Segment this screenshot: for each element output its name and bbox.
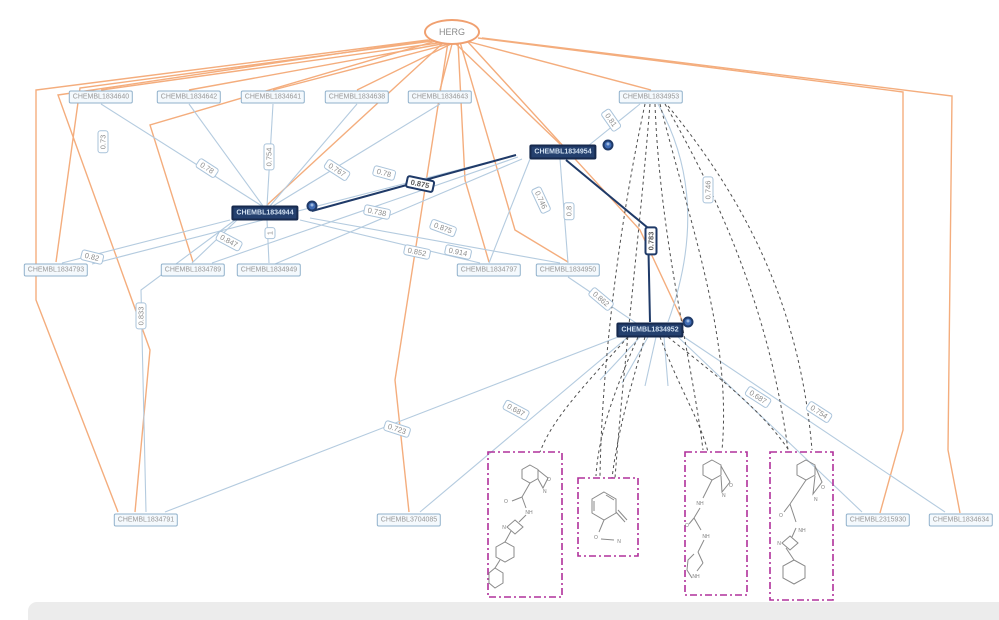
atom-label: N	[722, 493, 726, 499]
atom-label: NH	[798, 528, 806, 534]
atom-label: N	[543, 489, 547, 495]
node-chembl3704085[interactable]: CHEMBL3704085	[376, 513, 442, 527]
edge-weight-label[interactable]: 0.746	[702, 176, 714, 204]
node-selected-1[interactable]: CHEMBL1834944	[231, 205, 299, 221]
node-chembl1834797[interactable]: CHEMBL1834797	[456, 263, 522, 277]
atom-label: O	[504, 499, 508, 505]
node-chembl1834949[interactable]: CHEMBL1834949	[236, 263, 302, 277]
edge-weight-label[interactable]: 0.833	[135, 302, 147, 330]
node-chembl1834950[interactable]: CHEMBL1834950	[535, 263, 601, 277]
atom-label: NH	[525, 510, 533, 516]
node-chembl1834791[interactable]: CHEMBL1834791	[113, 513, 179, 527]
node-chembl2315930[interactable]: CHEMBL2315930	[845, 513, 911, 527]
similarity-edges[interactable]	[61, 103, 946, 513]
edge-weight-label[interactable]: 0.8	[563, 201, 575, 221]
node-chembl1834638[interactable]: CHEMBL1834638	[324, 90, 390, 104]
node-selection-badge-icon[interactable]	[306, 200, 318, 212]
structure-box[interactable]	[769, 451, 834, 601]
node-selected-3[interactable]: CHEMBL1834952	[616, 322, 684, 338]
node-chembl1834640[interactable]: CHEMBL1834640	[68, 90, 134, 104]
atom-label: NH	[696, 501, 704, 507]
structure-box[interactable]	[577, 477, 639, 557]
node-chembl1834789[interactable]: CHEMBL1834789	[160, 263, 226, 277]
node-selection-badge-icon[interactable]	[682, 316, 694, 328]
atom-label: O	[594, 535, 598, 541]
atom-label: N	[814, 497, 818, 503]
structure-link-edges[interactable]	[539, 103, 813, 479]
atom-label: O	[779, 513, 783, 519]
atom-label: O	[821, 485, 825, 491]
molecule-structure-4: O N O NH N	[777, 459, 825, 585]
atom-label: O	[685, 523, 689, 529]
atom-label: N	[617, 539, 621, 545]
atom-label: NH	[692, 574, 700, 580]
node-chembl1834953[interactable]: CHEMBL1834953	[618, 90, 684, 104]
node-chembl1834634[interactable]: CHEMBL1834634	[928, 513, 994, 527]
node-selected-2[interactable]: CHEMBL1834954	[529, 144, 597, 160]
edge-weight-label[interactable]: 0.73	[97, 130, 109, 154]
atom-label: O	[547, 477, 551, 483]
edge-weight-label-selected[interactable]: 0.783	[644, 226, 658, 256]
atom-label: N	[777, 541, 781, 547]
atom-label: O	[729, 483, 733, 489]
edge-weight-label[interactable]: 1	[264, 226, 276, 240]
molecule-structure-3: O N NH O NH NH	[685, 459, 733, 580]
node-herg[interactable]: HERG	[424, 19, 480, 45]
node-selection-badge-icon[interactable]	[602, 139, 614, 151]
edge-weight-label[interactable]: 0.754	[263, 143, 275, 171]
molecule-structure-1: O N O NH N	[488, 464, 551, 589]
atom-label: N	[502, 525, 506, 531]
structure-box[interactable]	[684, 451, 748, 596]
molecule-structure-2: O N	[591, 491, 628, 545]
horizontal-scrollbar[interactable]	[28, 602, 999, 620]
node-chembl1834643[interactable]: CHEMBL1834643	[407, 90, 473, 104]
atom-label: NH	[702, 534, 710, 540]
structure-box[interactable]	[487, 451, 563, 598]
target-edges[interactable]	[35, 37, 961, 514]
node-chembl1834642[interactable]: CHEMBL1834642	[156, 90, 222, 104]
node-chembl1834641[interactable]: CHEMBL1834641	[240, 90, 306, 104]
node-chembl1834793[interactable]: CHEMBL1834793	[23, 263, 89, 277]
